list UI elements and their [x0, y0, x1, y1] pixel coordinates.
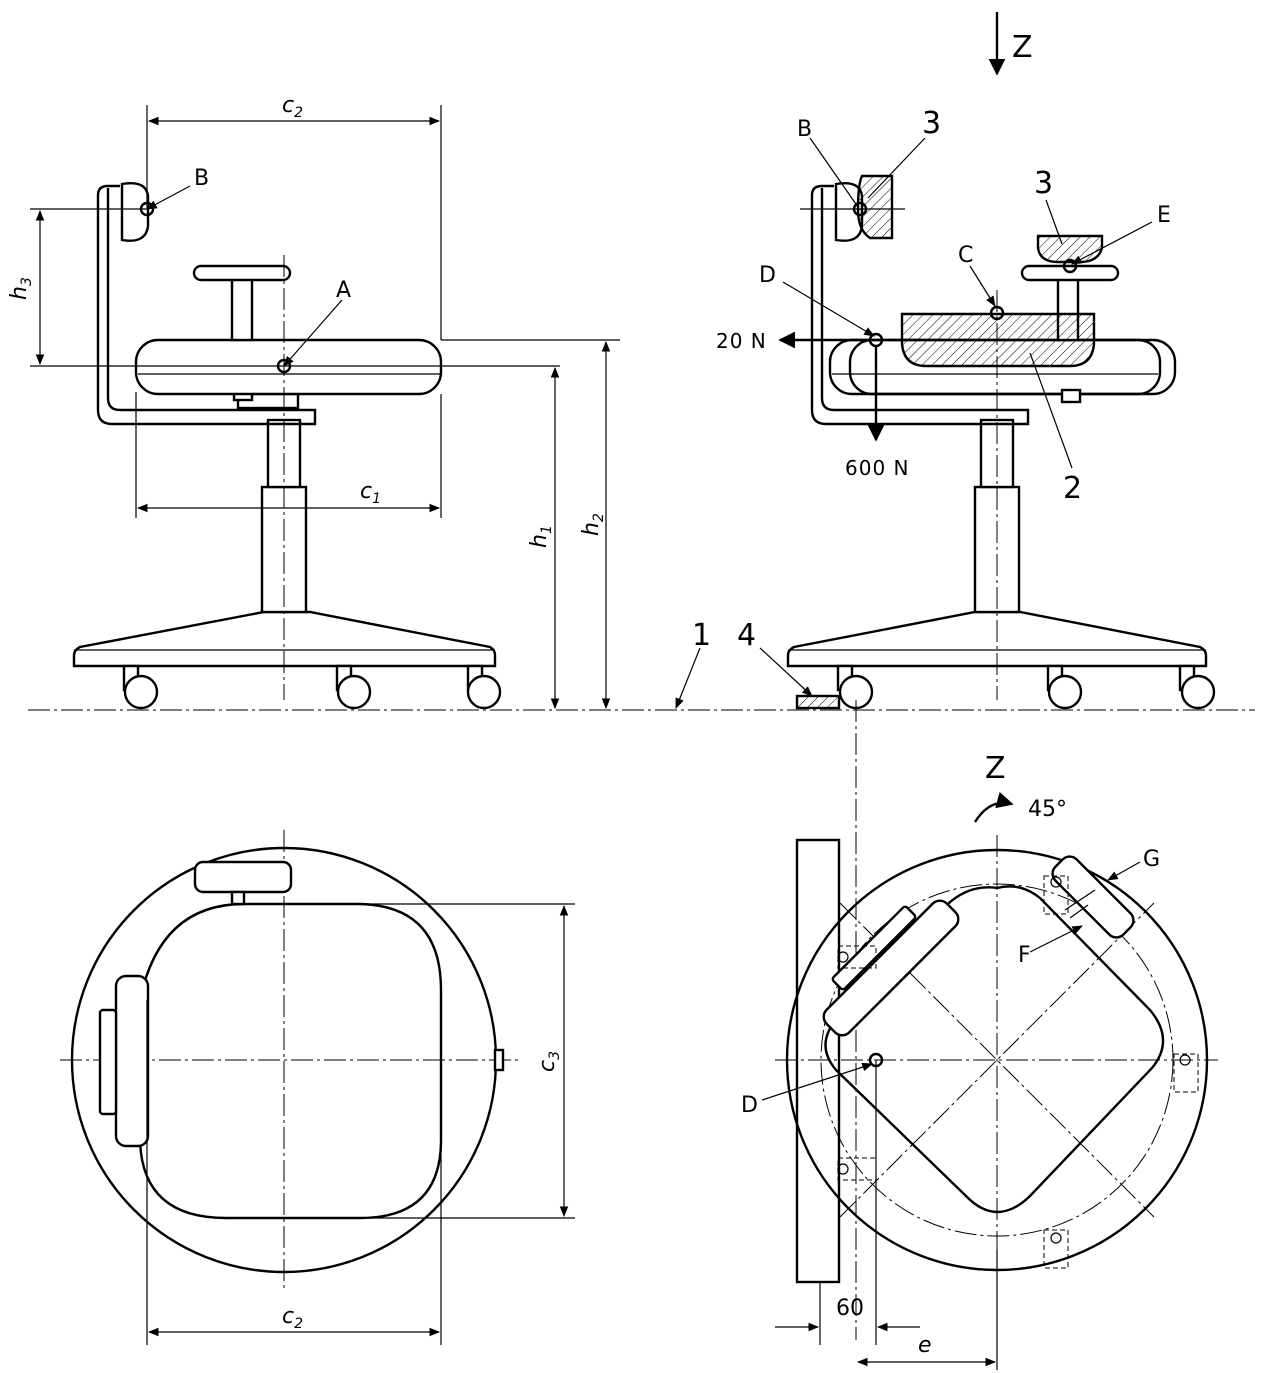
view-z-backrest: [822, 899, 960, 1037]
label-f: F: [1018, 943, 1031, 968]
dim-c3: c3: [535, 1051, 563, 1072]
label-2-seatpad: 2: [1063, 471, 1082, 506]
point-c: [989, 305, 1005, 321]
dim-h2: h2: [579, 513, 607, 536]
label-d-test: D: [759, 263, 776, 288]
label-3-armpad: 3: [1034, 166, 1053, 201]
dim-c1: c1: [360, 479, 381, 507]
side-view-casters: [122, 664, 502, 710]
side-view-backrest-pad: [120, 182, 150, 242]
label-b-side: B: [194, 166, 209, 191]
label-4-stop: 4: [737, 618, 756, 653]
view-z-label-top: Z: [1012, 30, 1033, 65]
force-600n: 600 N: [845, 456, 910, 480]
top-view-backrest: [114, 974, 150, 1148]
point-e: [1062, 258, 1078, 274]
label-a: A: [336, 278, 351, 303]
dim-e: e: [918, 1333, 932, 1358]
label-e: E: [1157, 203, 1171, 228]
side-view-armrest: [192, 264, 292, 282]
wall-stop: [795, 838, 841, 1284]
test-view: Z 4: [716, 12, 1216, 1340]
top-view-armrest: [193, 860, 293, 894]
dim-h1: h1: [527, 525, 555, 548]
dim-c2-top: c2: [282, 93, 303, 121]
label-3-backpad: 3: [922, 106, 941, 141]
dim-h3: h3: [7, 277, 35, 300]
rotation-45: 45°: [1028, 797, 1067, 822]
side-view: A B c2 c1 h3 h1 h2: [7, 93, 620, 710]
view-z-label-bottom: Z: [985, 751, 1006, 786]
force-20n: 20 N: [716, 329, 767, 353]
stop-block: [795, 694, 841, 710]
view-z-casters: [837, 875, 1199, 1269]
view-z-seat: [824, 885, 1165, 1214]
top-view-seat: [138, 902, 443, 1220]
view-z: Z 45° F G: [741, 751, 1218, 1370]
test-view-casters: [836, 664, 1216, 710]
point-b-test: [852, 201, 868, 217]
label-c: C: [958, 243, 973, 268]
label-1-floor: 1: [692, 618, 711, 653]
dim-60: 60: [836, 1296, 864, 1321]
top-view: c3 c2: [60, 830, 575, 1345]
seat-load-pad: [900, 312, 1096, 368]
view-z-armrest: [1051, 855, 1135, 939]
label-d-view-z: D: [741, 1093, 758, 1118]
dim-c2-bottom: c2: [282, 1304, 303, 1332]
side-view-seat: [134, 338, 443, 396]
side-view-backrest-frame: [96, 184, 317, 426]
label-g: G: [1143, 847, 1160, 872]
backrest-load-pad: [856, 174, 894, 240]
label-b-test: B: [797, 117, 812, 142]
armrest-load-pad: [1036, 234, 1104, 264]
